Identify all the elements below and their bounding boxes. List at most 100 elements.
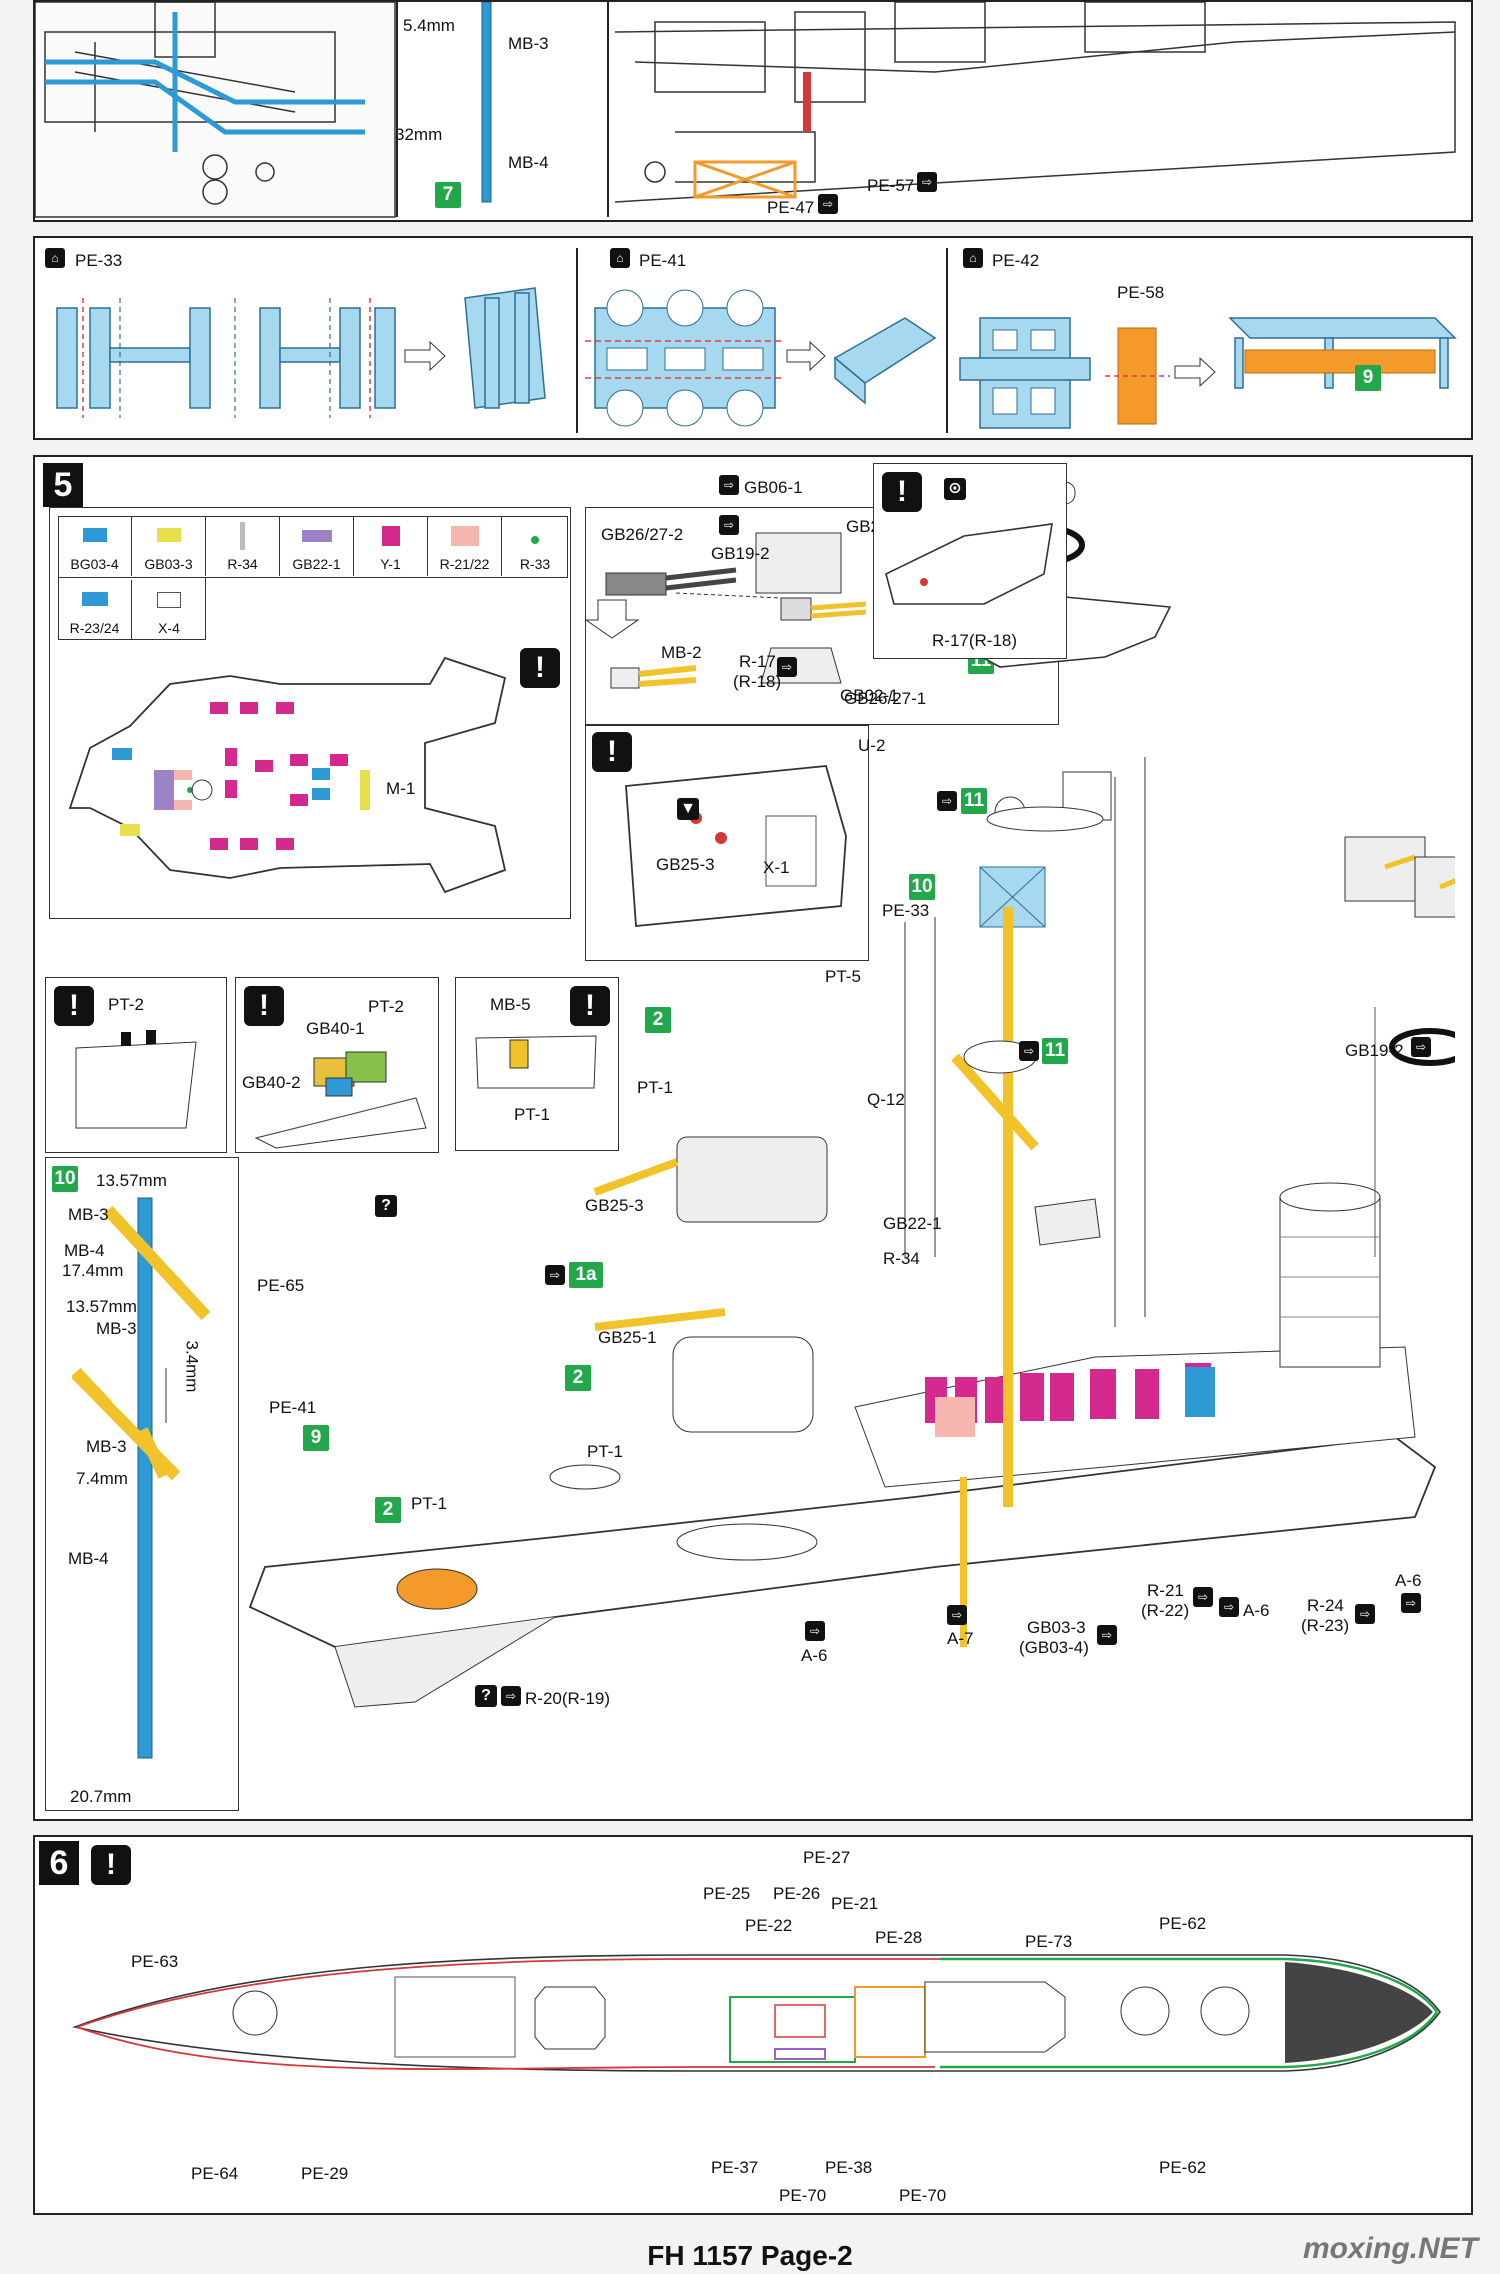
pe-icon-turret-11: ⇨ (937, 791, 957, 811)
label-r21: R-21 (1147, 1581, 1184, 1600)
label-a7: A-7 (947, 1629, 974, 1648)
turret-label-gb26-27-1: GB26/27-1 (844, 689, 927, 708)
parts-table: BG03-4 GB03-3 R-34 GB22-1 Y-1 R-21/22 R-… (58, 516, 568, 642)
pe-icon-a6-2: ⇨ (1219, 1597, 1239, 1617)
label-pe65: PE-65 (257, 1276, 305, 1295)
attention-icon-pt2: ! (54, 986, 94, 1026)
mast-box: 10 13.57mm MB-3 MB-4 17.4mm 13.57mm MB-3… (45, 1157, 239, 1811)
pe-folding-panel: ⌂ PE-33 ⌂ PE-41 ⌂ PE-42 PE-58 9 (33, 236, 1473, 440)
label-u2: U-2 (858, 736, 886, 755)
pe-icon-r17: ⇨ (777, 657, 797, 677)
pe62-bottom-label: PE-62 (1159, 2158, 1207, 2177)
label-gb03-4-main: (GB03-4) (1019, 1638, 1089, 1657)
label-r18: (R-18) (733, 672, 782, 691)
mast-dim-1: 13.57mm (96, 1171, 167, 1190)
mast-part-2: MB-4 (64, 1241, 105, 1260)
pe47-icon: ⇨ (818, 194, 838, 214)
pe29-label: PE-29 (301, 2164, 349, 2183)
part-gb03-3: GB03-3 (132, 516, 206, 576)
step5-panel: 5 BG03-4 GB03-3 R-34 GB22-1 Y-1 R-21/22 … (33, 455, 1473, 1821)
pe63-label: PE-63 (131, 1952, 179, 1971)
top-strip-drawing (35, 2, 1456, 218)
watermark: moxing.NET (1302, 2232, 1478, 2265)
pe21-label: PE-21 (831, 1894, 879, 1913)
pe47-callout: PE-47 (767, 198, 815, 217)
label-r24: R-24 (1307, 1596, 1344, 1615)
attention-icon-step6: ! (91, 1845, 131, 1885)
mb3-label: MB-3 (508, 34, 549, 53)
pe57-callout: PE-57 (867, 176, 915, 195)
pe33-title: PE-33 (75, 251, 123, 270)
label-a6-1: A-6 (801, 1646, 828, 1665)
r17-inset-drawing (885, 523, 1053, 605)
label-r34-main: R-34 (883, 1249, 920, 1268)
pe28-label: PE-28 (875, 1928, 923, 1947)
step-badge-9: 9 (1355, 365, 1381, 391)
pe-icon-a6-1: ⇨ (805, 1621, 825, 1641)
gb40-box: ! GB40-1 PT-2 GB40-2 (235, 977, 439, 1153)
fold-icon-pe42: ⌂ (963, 248, 983, 268)
pe22-label: PE-22 (745, 1916, 793, 1935)
part-y-1: Y-1 (354, 516, 428, 576)
pe-icon-gb19-2: ⇨ (719, 515, 739, 535)
pe57-icon: ⇨ (917, 172, 937, 192)
pe-icon-11-main: ⇨ (1019, 1041, 1039, 1061)
part-r-21-22: R-21/22 (428, 516, 502, 576)
label-r22: (R-22) (1141, 1601, 1190, 1620)
turret-label-mb2: MB-2 (661, 643, 702, 662)
part-r-34: R-34 (206, 516, 280, 576)
pe-icon-gb06-1: ⇨ (719, 475, 739, 495)
label-gb25-1: GB25-1 (598, 1328, 657, 1347)
mast-part-3: MB-3 (96, 1319, 137, 1338)
pt2-box: ! PT-2 (45, 977, 227, 1153)
question-icon-mid: ? (375, 1195, 397, 1217)
gb25-box: ! ▼ GB25-3 (585, 725, 869, 961)
label-gb03-3-main: GB03-3 (1027, 1618, 1086, 1637)
step-badge-10-mast: 10 (52, 1166, 78, 1192)
step-number-5: 5 (43, 463, 83, 507)
step-badge-7: 7 (435, 182, 461, 208)
label-pt1-top: PT-1 (637, 1078, 673, 1097)
pe-icon-gb19-2-main: ⇨ (1411, 1037, 1431, 1057)
pe-icon-r24: ⇨ (1355, 1604, 1375, 1624)
step-number-6: 6 (39, 1841, 79, 1885)
label-gb06-1: GB06-1 (744, 478, 803, 497)
part-x-4: X-4 (132, 580, 206, 640)
dim-5-4mm: 5.4mm (403, 16, 455, 35)
attention-icon-r17: ! (882, 472, 922, 512)
pe62-top-label: PE-62 (1159, 1914, 1207, 1933)
badge-10-main: 10 (909, 874, 935, 900)
deck-topview-drawing (72, 1954, 1441, 2072)
label-r23: (R-23) (1301, 1616, 1350, 1635)
part-r-23-24: R-23/24 (58, 580, 132, 640)
mast-dim-6: 20.7mm (70, 1787, 132, 1806)
badge-1a: 1a (569, 1262, 603, 1288)
label-r20: R-20(R-19) (525, 1689, 611, 1708)
pe70-left-label: PE-70 (779, 2186, 827, 2205)
label-pe33-mast: PE-33 (882, 901, 930, 920)
step-badge-11-right: 11 (961, 788, 987, 814)
hole-icon-r17: ⊙ (944, 478, 966, 500)
pe-icon-a6-3: ⇨ (1401, 1593, 1421, 1613)
mast-dim-2: 17.4mm (62, 1261, 124, 1280)
part-r-33: R-33 (502, 516, 568, 576)
label-r17: R-17 (739, 652, 776, 671)
step6-panel: 6 ! PE-27 PE-25 PE-26 PE-21 PE-22 PE-28 … (33, 1835, 1473, 2215)
deck-label-m1: M-1 (386, 779, 416, 798)
page-footer: FH 1157 Page-2 (647, 2240, 853, 2271)
mast-part-1: MB-3 (68, 1205, 109, 1224)
mast-dim-3: 13.57mm (66, 1297, 137, 1316)
pe26-label: PE-26 (773, 1884, 821, 1903)
mb5-drawing (475, 1035, 597, 1089)
pe64-label: PE-64 (191, 2164, 239, 2183)
pe-icon-r20: ⇨ (501, 1686, 521, 1706)
label-gb25-3-main: GB25-3 (585, 1196, 644, 1215)
pe37-label: PE-37 (711, 2158, 759, 2177)
deck-parts-box: BG03-4 GB03-3 R-34 GB22-1 Y-1 R-21/22 R-… (49, 507, 571, 919)
badge-9-main: 9 (303, 1425, 329, 1451)
label-gb40-2: GB40-2 (242, 1073, 301, 1092)
badge-2-low: 2 (375, 1497, 401, 1523)
pe42-title: PE-42 (992, 251, 1040, 270)
label-pt2-box: PT-2 (108, 995, 144, 1014)
mast-part-5: MB-4 (68, 1549, 109, 1568)
